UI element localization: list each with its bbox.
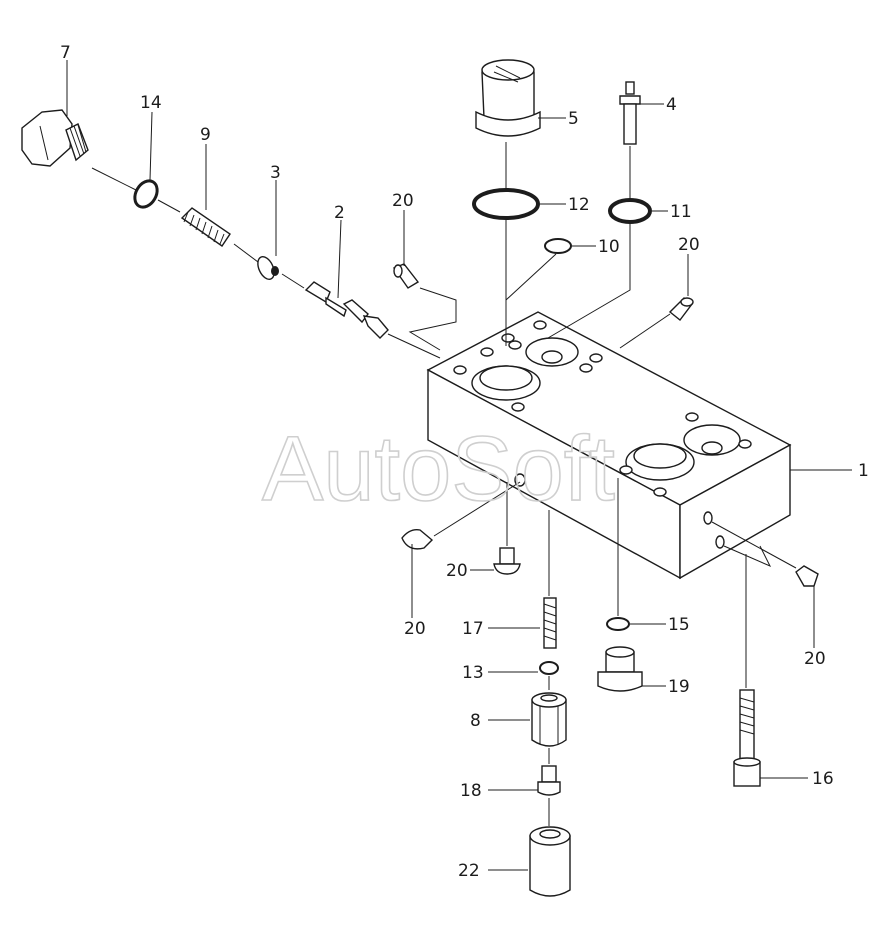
callout-labels: 7 14 9 3 2 20 5 4 12 11 10 20 1 20 20 20… (60, 43, 869, 881)
callout-20-mid-left: 20 (404, 619, 426, 639)
o-ring-part-11 (608, 198, 652, 224)
o-ring-part-12 (472, 188, 540, 220)
callout-3: 3 (270, 163, 281, 183)
watermark: AutoSoft (262, 418, 615, 520)
screw-part-20-c (401, 528, 434, 550)
callout-17: 17 (462, 619, 484, 639)
callout-20-right: 20 (804, 649, 826, 669)
callout-10: 10 (598, 237, 620, 257)
callout-22: 22 (458, 861, 480, 881)
o-ring-part-10 (544, 238, 572, 254)
callout-20-top-right: 20 (678, 235, 700, 255)
callout-9: 9 (200, 125, 211, 145)
callout-4: 4 (666, 95, 677, 115)
callout-5: 5 (568, 109, 579, 129)
callout-16: 16 (812, 769, 834, 789)
callout-15: 15 (668, 615, 690, 635)
washer-part-13 (539, 661, 559, 675)
o-ring-part-15 (606, 617, 630, 631)
callout-18: 18 (460, 781, 482, 801)
callout-20-top-left: 20 (392, 191, 414, 211)
callout-20-center: 20 (446, 561, 468, 581)
seat-part-3 (257, 256, 279, 280)
valve-body (426, 311, 792, 580)
bolt-part-16 (733, 689, 761, 787)
callout-1: 1 (858, 461, 869, 481)
valve-stem-part-2 (304, 281, 389, 339)
pin-part-4 (619, 81, 641, 145)
callout-11: 11 (670, 202, 692, 222)
assembly-lines (91, 142, 797, 826)
callout-2: 2 (334, 203, 345, 223)
callout-8: 8 (470, 711, 481, 731)
stud-part-17 (543, 597, 557, 649)
spring-part-9 (180, 207, 231, 247)
callout-14: 14 (140, 93, 162, 113)
callout-leaders (66, 60, 852, 871)
callout-7: 7 (60, 43, 71, 63)
sleeve-part-22 (529, 826, 571, 897)
nut-part-8 (531, 692, 567, 747)
screw-part-20-d (493, 547, 521, 575)
callout-13: 13 (462, 663, 484, 683)
screw-part-20-a (392, 263, 420, 289)
plug-part-7 (21, 109, 89, 167)
callout-19: 19 (668, 677, 690, 697)
cap-part-5 (475, 59, 541, 137)
callout-12: 12 (568, 195, 590, 215)
fitting-part-18 (537, 765, 561, 796)
screw-part-20-b (668, 297, 694, 321)
screw-part-20-e (795, 565, 819, 587)
plug-part-19 (597, 646, 643, 692)
o-ring-part-14 (133, 179, 159, 209)
